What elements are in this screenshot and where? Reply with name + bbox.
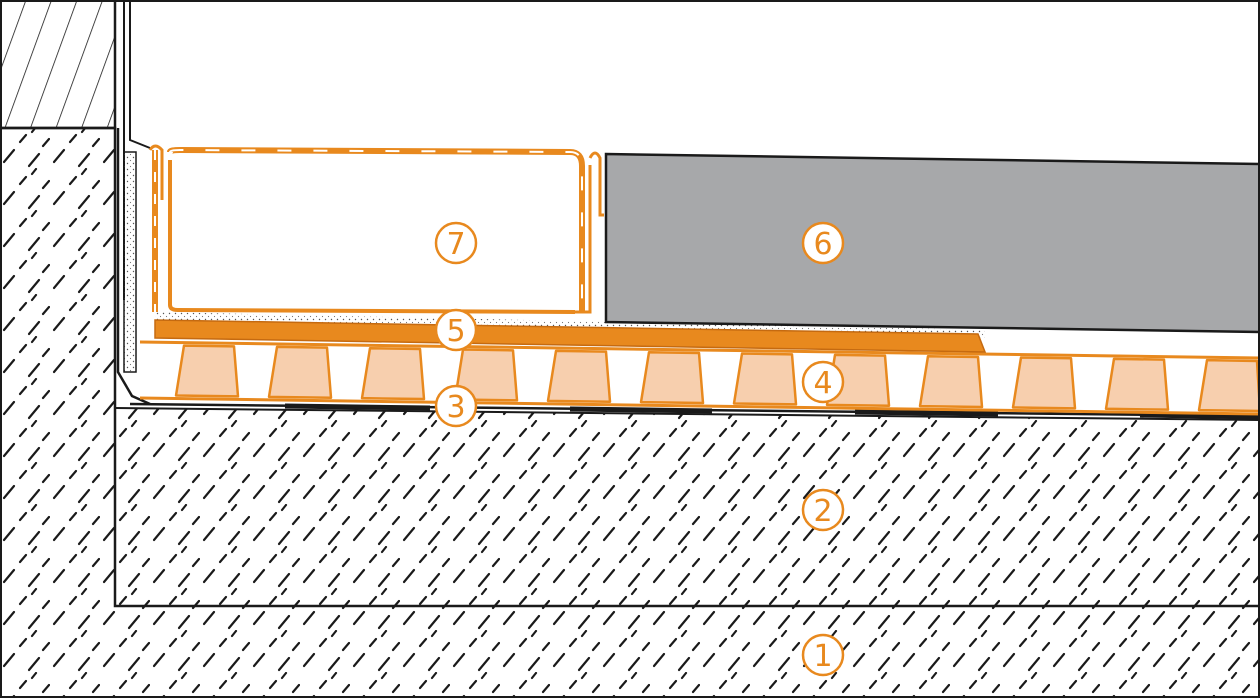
svg-text:3: 3 [446,390,465,425]
svg-text:7: 7 [446,227,465,262]
uncoupling-mat [139,340,1260,416]
callout-5: 5 [434,308,478,352]
callout-2: 2 [801,488,845,532]
svg-text:6: 6 [813,227,832,262]
svg-text:1: 1 [813,639,832,674]
callout-4: 4 [801,360,845,404]
wall-cladding [0,0,117,130]
sealing-membrane [129,402,1260,420]
wall-sealing-strip [116,0,151,406]
svg-text:4: 4 [813,366,832,401]
callout-labels: 1 2 3 4 5 6 7 [434,221,845,677]
svg-text:2: 2 [813,494,832,529]
drain-channel [148,144,604,314]
callout-1: 1 [801,633,845,677]
profile-strip [154,319,987,353]
callout-7: 7 [434,221,478,265]
floor-tile [604,152,1260,334]
screed-layer [114,407,1260,606]
svg-text:5: 5 [446,314,465,349]
callout-6: 6 [801,221,845,265]
callout-3: 3 [434,384,478,428]
